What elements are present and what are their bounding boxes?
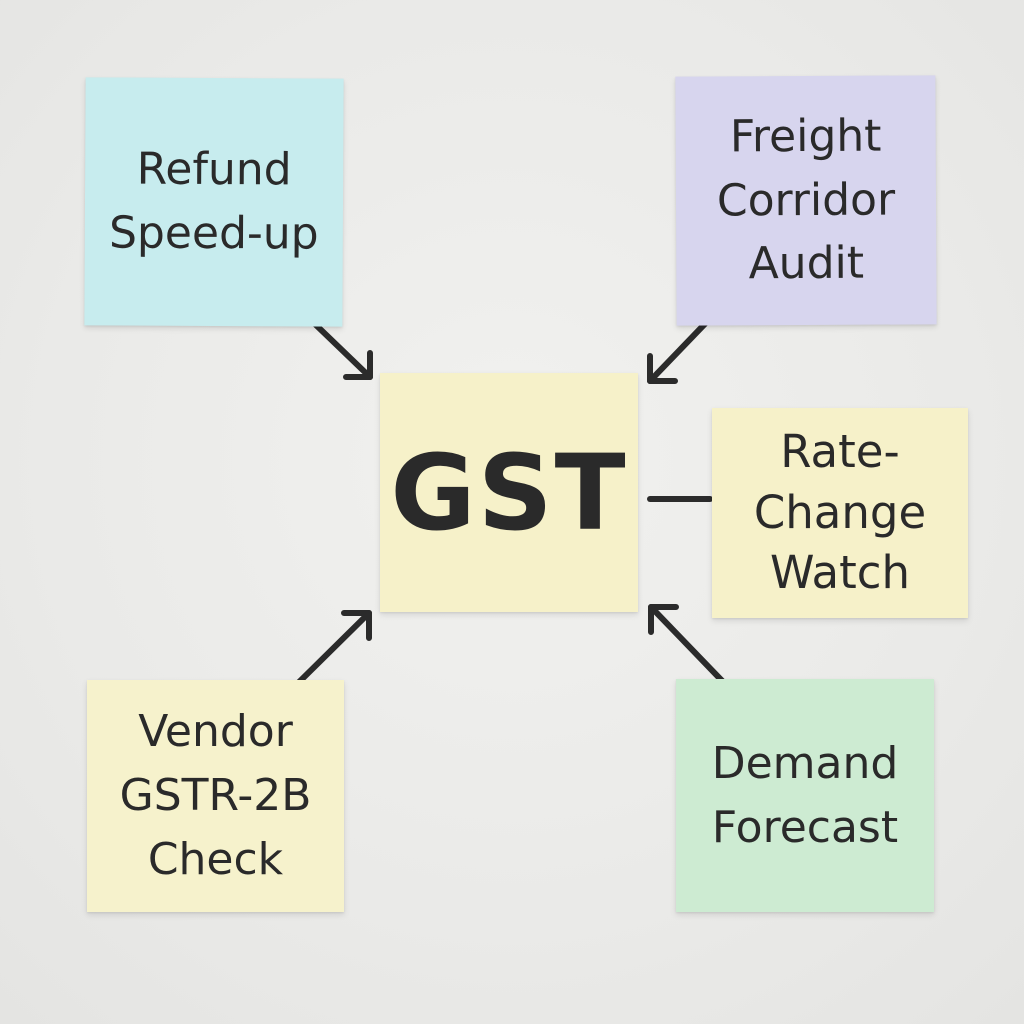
note-label-refund: Refund Speed-up — [108, 143, 319, 260]
sticky-note-center: GST — [380, 373, 638, 612]
note-label-freight: Freight Corridor Audit — [716, 110, 896, 290]
note-label-vendor: Vendor GSTR-2B Check — [119, 706, 312, 885]
arrow-demand-to-gst — [648, 604, 732, 691]
arrow-vendor-to-gst — [289, 610, 372, 692]
sticky-note-freight: Freight Corridor Audit — [675, 75, 937, 326]
sticky-note-vendor: Vendor GSTR-2B Check — [87, 680, 344, 912]
sticky-note-refund: Refund Speed-up — [84, 77, 344, 327]
sticky-note-rate-change: Rate- Change Watch — [712, 408, 968, 618]
center-label: GST — [390, 431, 628, 554]
note-label-demand: Demand Forecast — [711, 737, 899, 853]
sticky-note-demand: Demand Forecast — [676, 679, 934, 912]
note-label-rate-change: Rate- Change Watch — [753, 424, 927, 600]
